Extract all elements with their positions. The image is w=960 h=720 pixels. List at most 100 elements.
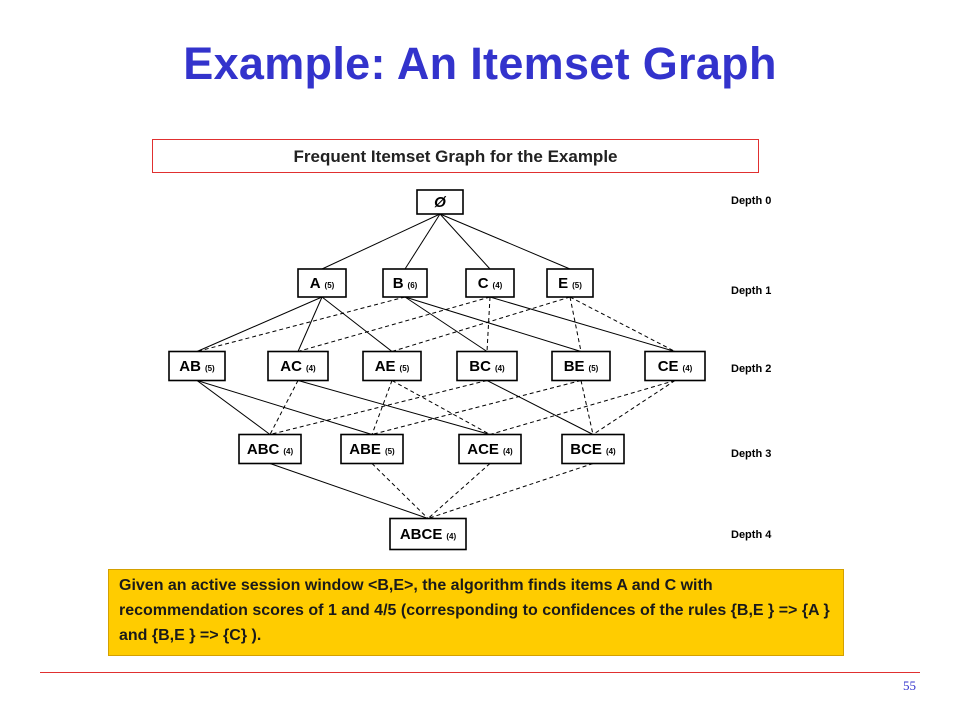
node-box xyxy=(389,517,467,551)
edge-BE-BCE xyxy=(580,380,594,435)
node-label-text: AB xyxy=(179,358,201,375)
graph-edges xyxy=(196,213,676,519)
node-ACE: ACE (4) xyxy=(458,433,522,465)
node-label: A(5) xyxy=(310,275,335,292)
node-count: (4) xyxy=(606,447,616,456)
edge-empty-B xyxy=(404,213,441,270)
node-BE: BE (5) xyxy=(551,350,611,382)
node-count: (5) xyxy=(589,364,599,373)
edge-B-BE xyxy=(404,296,582,352)
node-label-text: CE xyxy=(658,358,679,375)
edge-AB-ABC xyxy=(196,380,271,435)
node-box xyxy=(382,268,428,298)
node-count: (4) xyxy=(683,364,693,373)
edge-C-BC xyxy=(486,296,491,352)
depth-label-2: Depth 2 xyxy=(731,363,771,375)
depth-label-0: Depth 0 xyxy=(731,195,771,207)
explanation-note: Given an active session window <B,E>, th… xyxy=(108,569,844,656)
edge-AC-ABC xyxy=(269,380,299,435)
node-count: (4) xyxy=(446,532,456,541)
node-label-text: Ø xyxy=(434,194,447,211)
node-box xyxy=(340,433,404,465)
depth-label-3: Depth 3 xyxy=(731,448,771,460)
node-label-text: ACE xyxy=(467,441,499,458)
node-count: (5) xyxy=(385,447,395,456)
node-count: (4) xyxy=(503,447,513,456)
edge-empty-C xyxy=(439,213,491,270)
edge-AC-ACE xyxy=(297,380,491,435)
node-B: B(6) xyxy=(382,268,428,298)
node-ABE: ABE (5) xyxy=(340,433,404,465)
node-label-text: B xyxy=(393,275,404,292)
node-count: (4) xyxy=(306,364,316,373)
edge-BC-ABC xyxy=(269,380,488,435)
node-box xyxy=(644,350,706,382)
node-label-text: E xyxy=(558,275,568,292)
node-label: ABE (5) xyxy=(349,441,395,458)
edge-empty-A xyxy=(321,213,441,270)
node-box xyxy=(546,268,594,298)
node-box xyxy=(551,350,611,382)
edge-AE-ABE xyxy=(371,380,393,435)
node-box xyxy=(465,268,515,298)
node-count: (5) xyxy=(325,281,335,290)
node-count: (5) xyxy=(205,364,215,373)
edge-CE-BCE xyxy=(592,380,676,435)
node-label-text: ABCE xyxy=(400,526,443,543)
footer-divider xyxy=(40,672,920,673)
node-ABC: ABC(4) xyxy=(238,433,302,465)
node-label: B(6) xyxy=(393,275,418,292)
depth-label-4: Depth 4 xyxy=(731,529,772,541)
node-label: AE (5) xyxy=(375,358,410,375)
edge-A-AB xyxy=(196,296,323,352)
slide-title: Example: An Itemset Graph xyxy=(183,38,777,89)
edge-BC-BCE xyxy=(486,380,594,435)
node-box xyxy=(168,350,226,382)
node-C: C(4) xyxy=(465,268,515,298)
edge-E-AE xyxy=(391,296,571,352)
node-label-text: ABE xyxy=(349,441,381,458)
node-E: E (5) xyxy=(546,268,594,298)
edge-AE-ACE xyxy=(391,380,491,435)
node-count: (5) xyxy=(400,364,410,373)
node-label: E (5) xyxy=(558,275,582,292)
edge-empty-E xyxy=(439,213,571,270)
node-box xyxy=(561,433,625,465)
node-box xyxy=(362,350,422,382)
edge-ABC-ABCE xyxy=(269,463,429,519)
node-BCE: BCE(4) xyxy=(561,433,625,465)
edge-B-AB xyxy=(196,296,406,352)
node-AC: AC (4) xyxy=(267,350,329,382)
node-label: ABCE(4) xyxy=(400,526,457,543)
node-label: Ø xyxy=(434,194,447,211)
node-label-text: BC xyxy=(469,358,491,375)
node-AB: AB (5) xyxy=(168,350,226,382)
node-label-text: C xyxy=(478,275,489,292)
node-label: AB (5) xyxy=(179,358,215,375)
node-label-text: BE xyxy=(564,358,585,375)
node-label: BE (5) xyxy=(564,358,599,375)
node-count: (5) xyxy=(572,281,582,290)
node-label: ABC(4) xyxy=(247,441,294,458)
node-label: AC (4) xyxy=(280,358,316,375)
node-label: BCE(4) xyxy=(570,441,616,458)
node-BC: BC (4) xyxy=(456,350,518,382)
node-AE: AE (5) xyxy=(362,350,422,382)
node-box xyxy=(456,350,518,382)
node-label-text: AE xyxy=(375,358,396,375)
node-label: C(4) xyxy=(478,275,503,292)
edge-A-AC xyxy=(297,296,323,352)
node-count: (4) xyxy=(495,364,505,373)
edge-C-AC xyxy=(297,296,491,352)
edge-E-CE xyxy=(569,296,676,352)
page-number: 55 xyxy=(903,678,916,693)
node-CE: CE (4) xyxy=(644,350,706,382)
node-count: (4) xyxy=(283,447,293,456)
graph-caption: Frequent Itemset Graph for the Example xyxy=(152,139,759,173)
node-label: BC (4) xyxy=(469,358,505,375)
node-box xyxy=(238,433,302,465)
node-label-text: AC xyxy=(280,358,302,375)
node-box xyxy=(267,350,329,382)
edge-B-BC xyxy=(404,296,488,352)
